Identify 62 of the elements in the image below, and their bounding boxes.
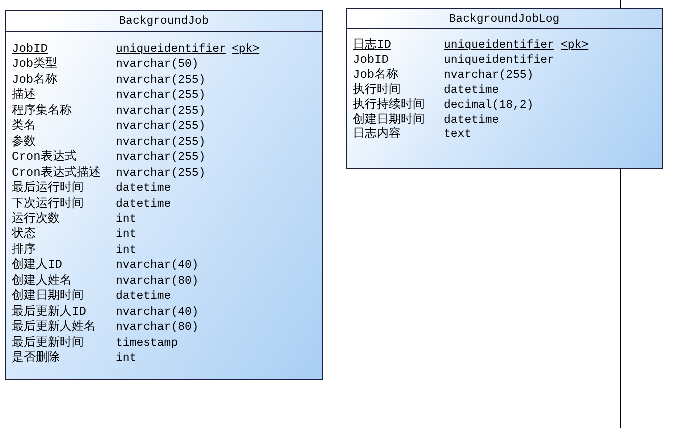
data-type: int: [116, 242, 137, 258]
data-type: int: [116, 351, 137, 366]
field-name: 最后更新人姓名: [12, 320, 96, 336]
field-name: 最后更新人ID: [12, 304, 86, 320]
data-type: nvarchar(255): [116, 72, 206, 88]
primary-key-tag: <pk>: [232, 42, 260, 57]
field-name: Job名称: [353, 68, 399, 83]
data-type: decimal(18,2): [444, 98, 534, 113]
data-type: text: [444, 127, 472, 142]
data-type: nvarchar(80): [116, 320, 199, 336]
field-name: 日志ID: [353, 38, 392, 53]
field-name: 执行时间: [353, 82, 401, 98]
data-type: nvarchar(40): [116, 304, 199, 320]
field-name: 参数: [12, 134, 36, 150]
field-name: Job名称: [12, 72, 58, 88]
data-type: int: [116, 212, 137, 227]
data-type: nvarchar(255): [116, 88, 206, 104]
data-type: nvarchar(50): [116, 57, 199, 72]
field-name: Cron表达式: [12, 150, 77, 166]
field-name: 创建日期时间: [353, 112, 425, 127]
field-name: 最后运行时间: [12, 181, 84, 196]
data-type: datetime: [444, 82, 500, 98]
table-box: [5, 10, 323, 380]
data-type: datetime: [116, 181, 172, 196]
data-type: nvarchar(255): [116, 150, 206, 166]
field-name: 是否删除: [12, 351, 60, 366]
data-type: datetime: [116, 196, 172, 212]
table-title: BackgroundJob: [119, 15, 209, 29]
field-name: 执行持续时间: [353, 98, 425, 113]
data-type: uniqueidentifier: [444, 52, 554, 68]
field-name: 最后更新时间: [12, 336, 84, 351]
data-type: timestamp: [116, 336, 178, 351]
field-name: 创建日期时间: [12, 289, 84, 304]
field-name: 下次运行时间: [12, 196, 84, 212]
table-box: [346, 8, 663, 169]
field-name: JobID: [353, 52, 390, 68]
data-type: uniqueidentifier: [116, 42, 226, 57]
field-name: 状态: [12, 227, 36, 242]
data-type: nvarchar(255): [116, 104, 206, 119]
field-name: 类名: [12, 119, 36, 134]
table-title: BackgroundJobLog: [449, 13, 560, 27]
field-name: JobID: [12, 42, 48, 57]
data-type: datetime: [444, 112, 500, 128]
data-type: nvarchar(80): [116, 274, 199, 289]
data-type: uniqueidentifier: [444, 38, 554, 53]
data-type: nvarchar(255): [444, 68, 534, 83]
primary-key-tag: <pk>: [561, 38, 589, 53]
field-name: 运行次数: [12, 212, 60, 227]
field-name: Job类型: [12, 57, 58, 72]
field-name: 描述: [12, 88, 36, 104]
field-name: 日志内容: [353, 127, 401, 142]
field-name: 排序: [12, 242, 36, 258]
data-type: datetime: [116, 289, 172, 304]
data-type: nvarchar(255): [116, 166, 206, 181]
field-name: 创建人姓名: [12, 274, 72, 289]
field-name: 程序集名称: [12, 104, 72, 119]
field-name: Cron表达式描述: [12, 166, 101, 181]
data-type: int: [116, 227, 137, 242]
data-type: nvarchar(40): [116, 258, 199, 274]
data-type: nvarchar(255): [116, 119, 206, 134]
field-name: 创建人ID: [12, 258, 62, 274]
data-type: nvarchar(255): [116, 134, 206, 150]
